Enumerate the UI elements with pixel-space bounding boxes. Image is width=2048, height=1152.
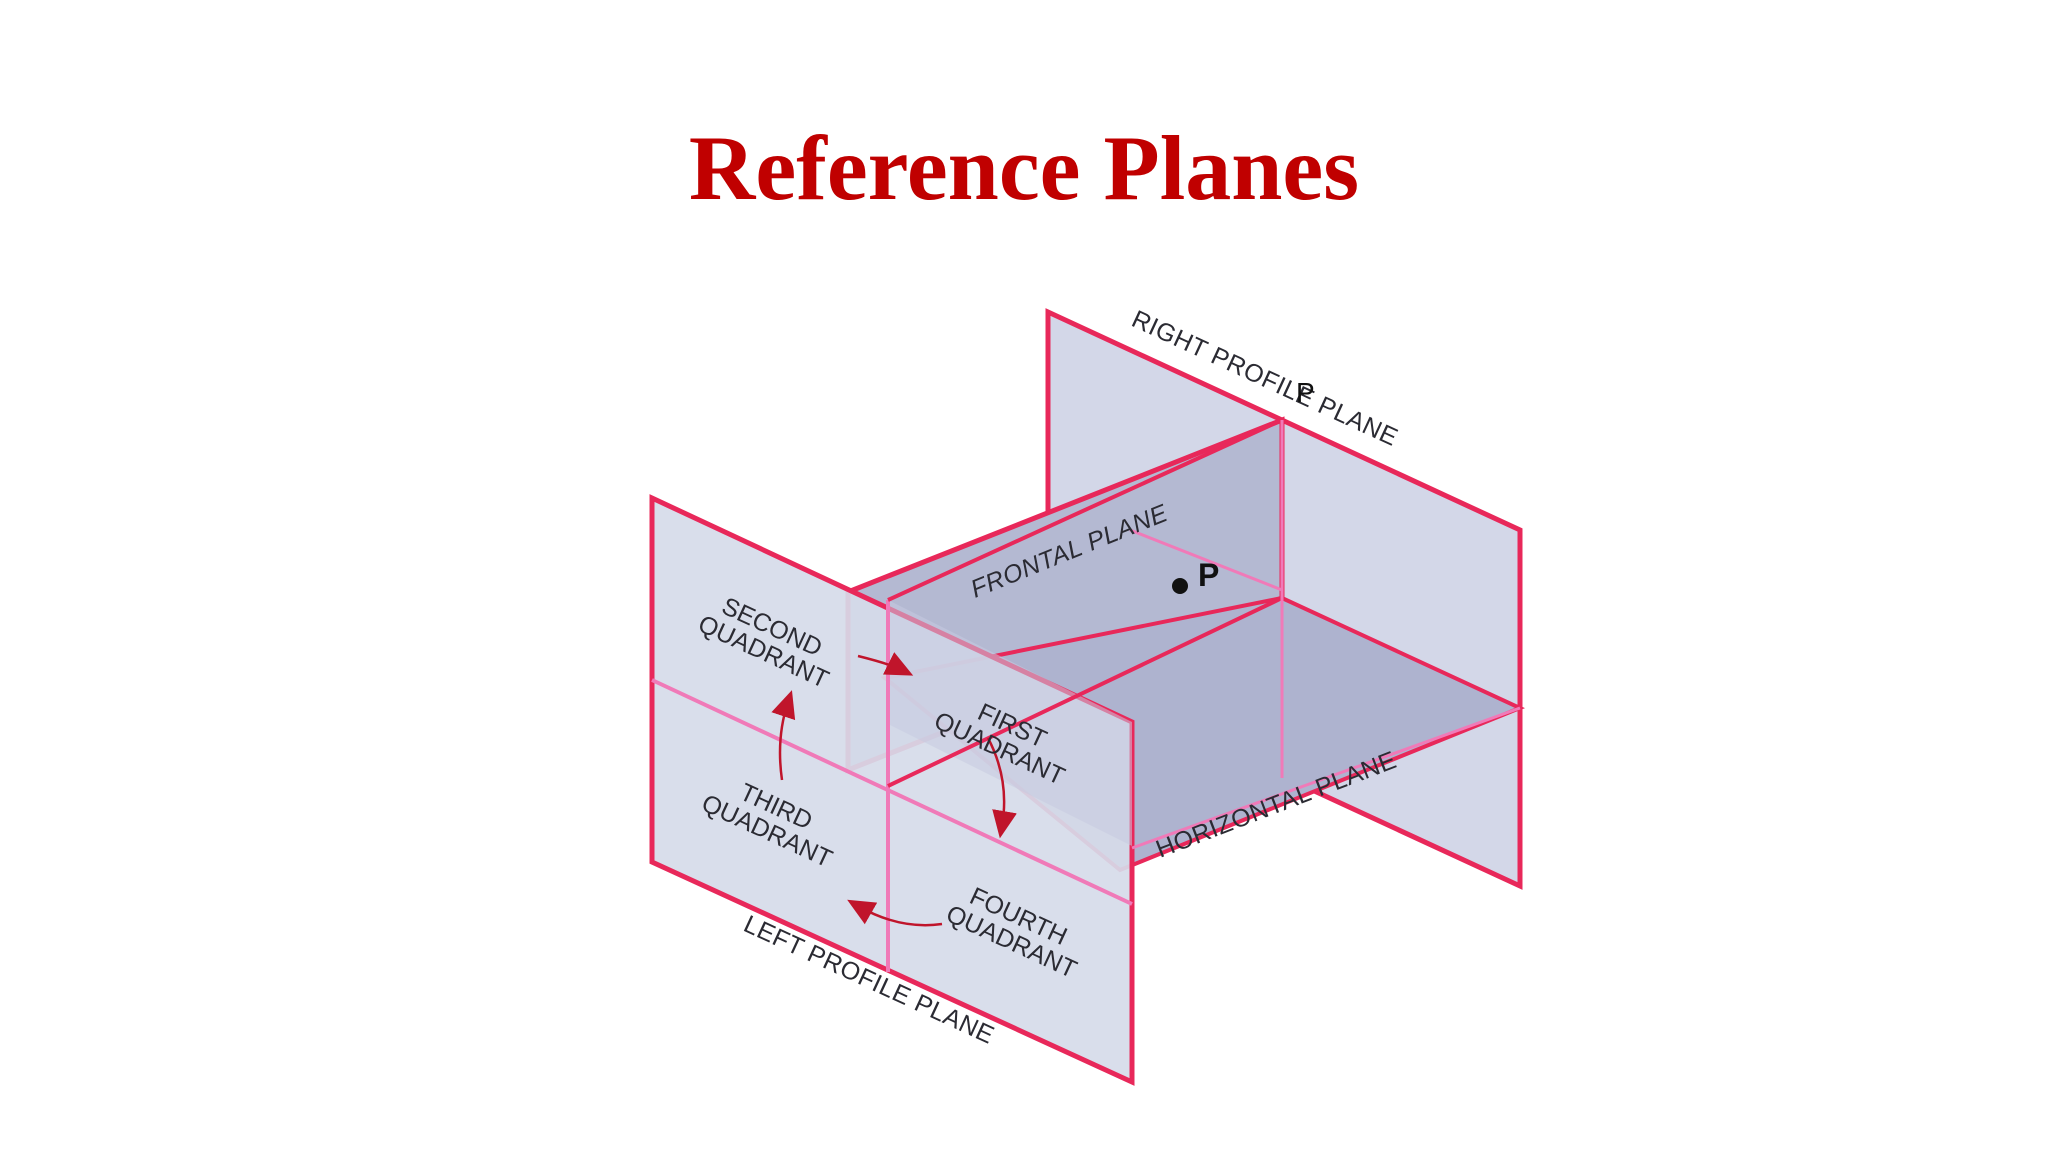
arrow-first-to-fourth xyxy=(986,737,1017,839)
point-p-marker xyxy=(1172,578,1188,594)
slide-title: Reference Planes xyxy=(688,117,1360,219)
horizontal-front-edge xyxy=(1131,706,1521,850)
frontal-plane-front xyxy=(888,600,1132,846)
frontal-back-edge xyxy=(887,418,1283,602)
projector-line xyxy=(1129,528,1283,592)
horizontal-intersection-line xyxy=(651,678,1133,906)
point-p-projection-label: P xyxy=(1296,377,1315,408)
arrow-fourth-to-third xyxy=(847,899,943,927)
point-p-label: P xyxy=(1198,557,1219,593)
arrow-second-to-first xyxy=(857,652,914,676)
arrow-third-to-second xyxy=(771,690,796,781)
horizontal-ground-line xyxy=(887,596,1283,788)
